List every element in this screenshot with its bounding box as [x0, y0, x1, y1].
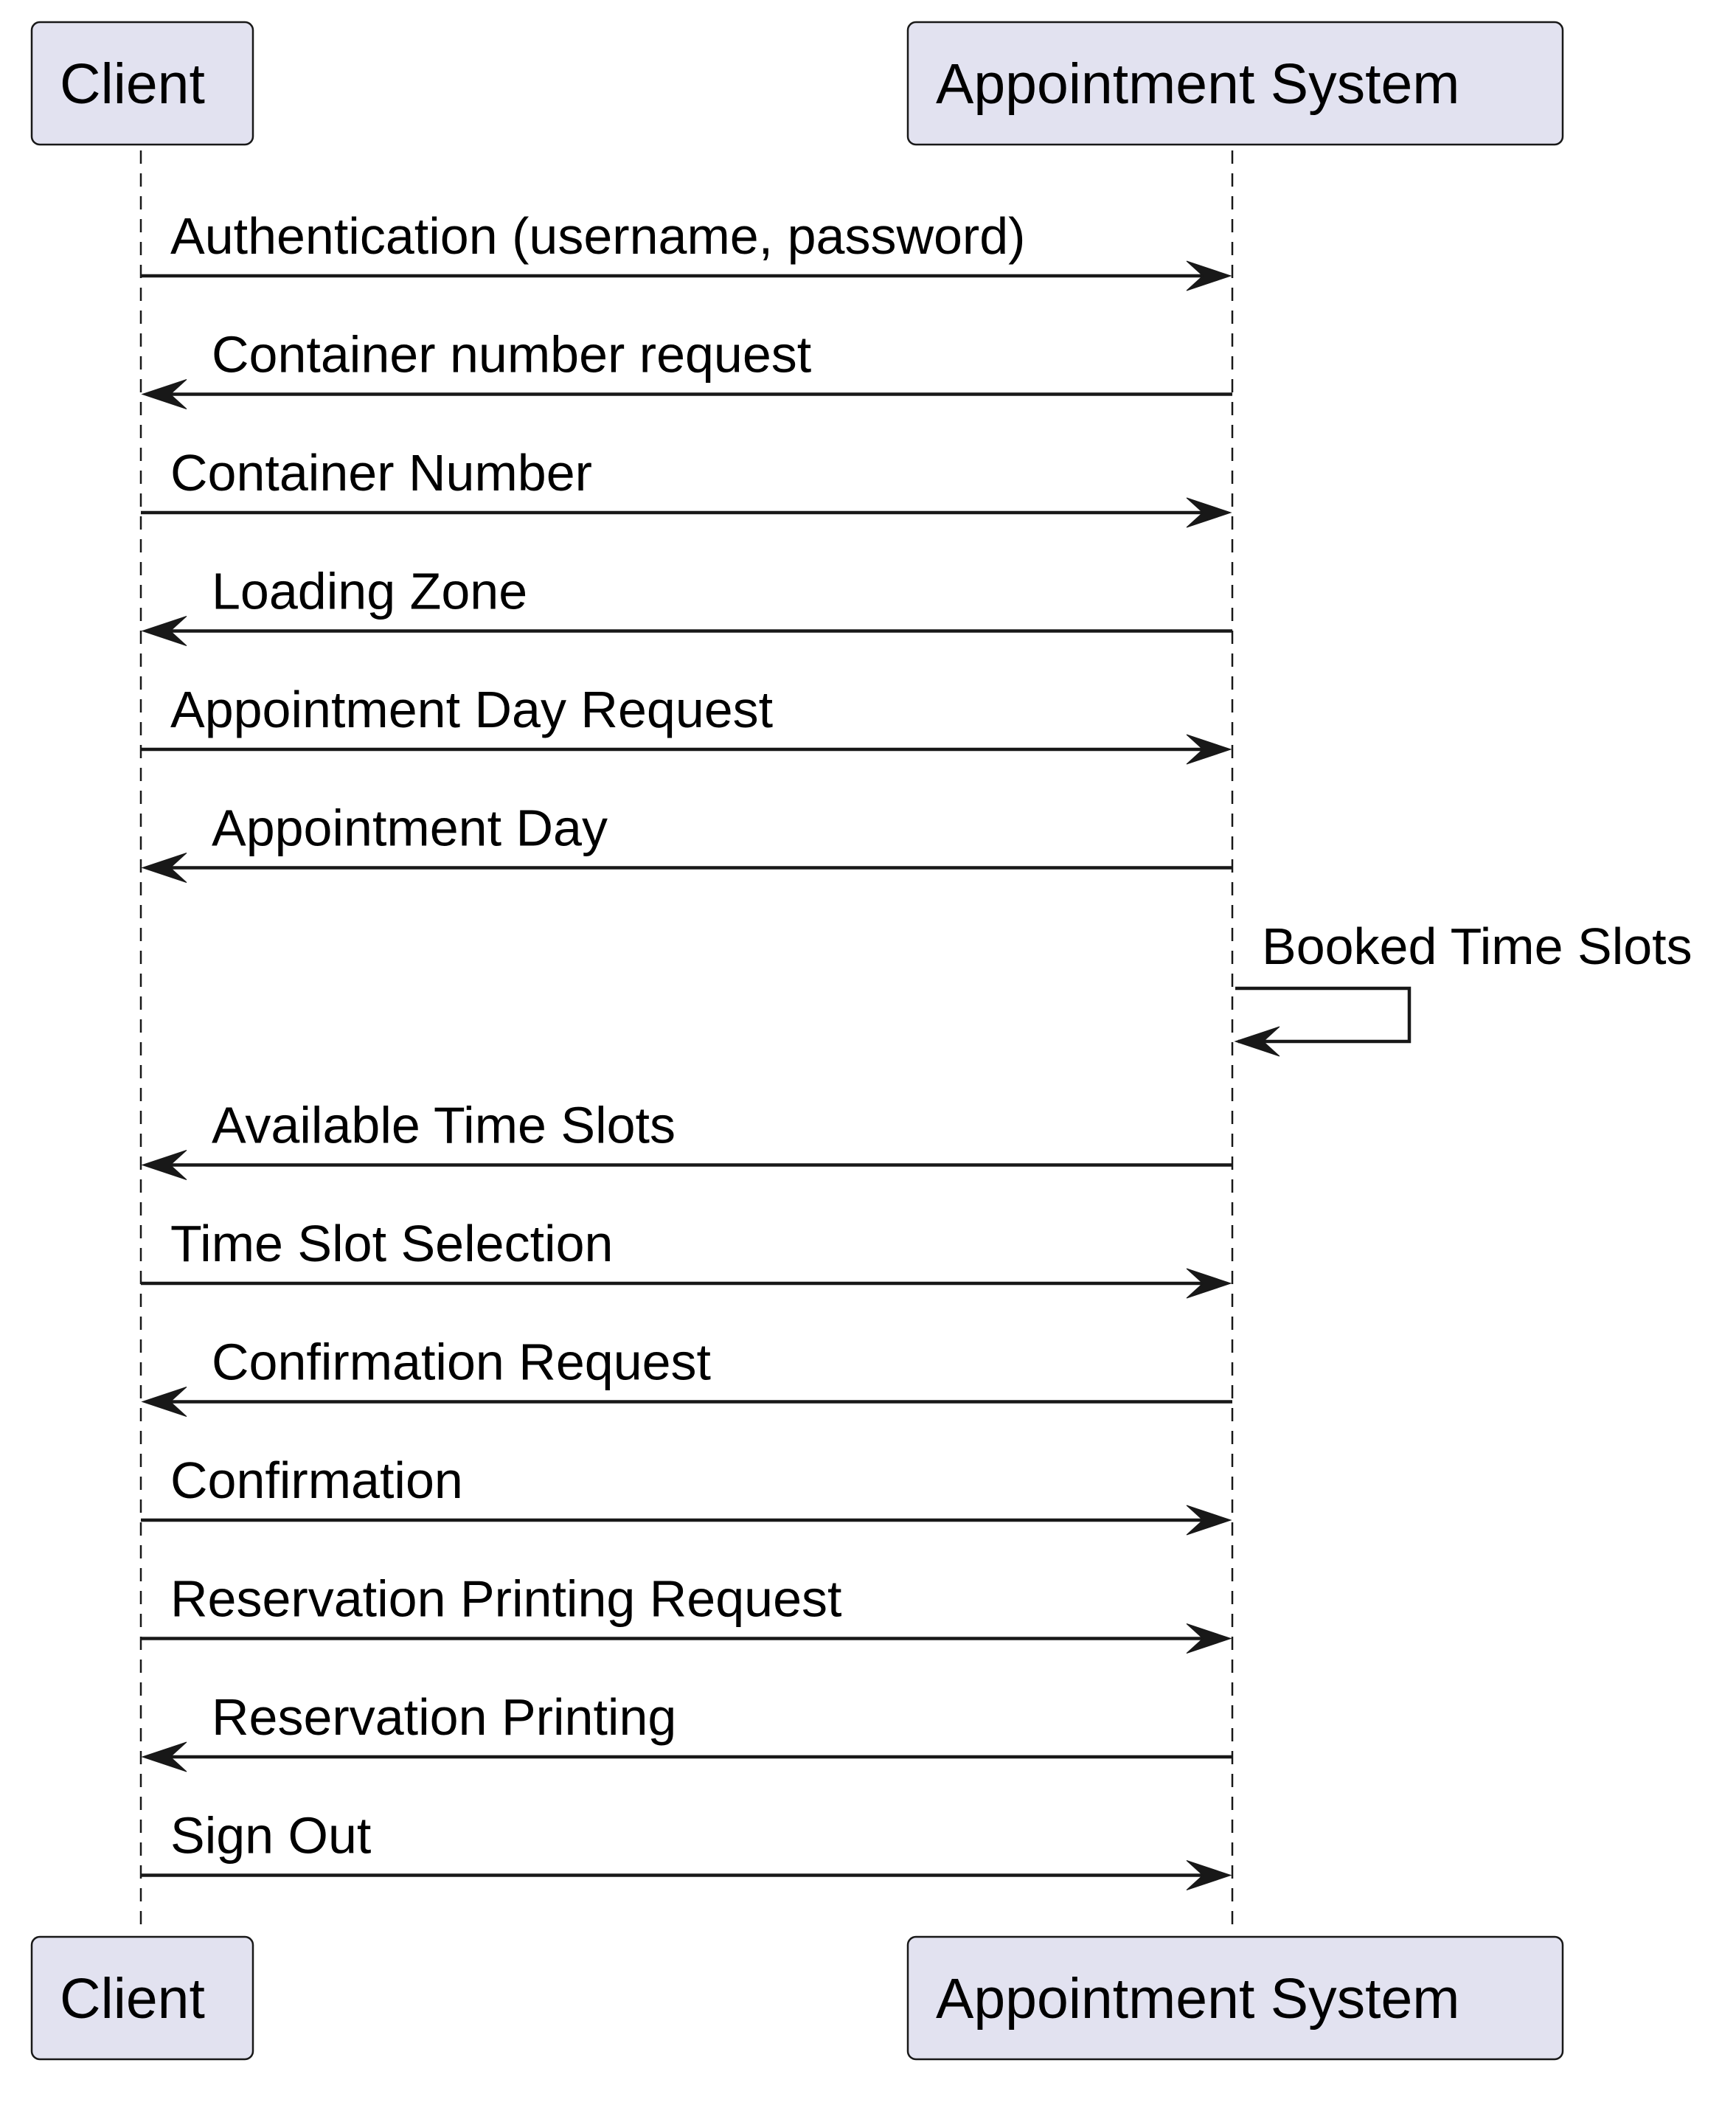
message-label: Time Slot Selection — [170, 1215, 613, 1272]
message-booked-time-slots: Booked Time Slots — [1234, 918, 1692, 1057]
arrow-head — [141, 1150, 187, 1180]
message-time-slot-selection: Time Slot Selection — [141, 1215, 1232, 1299]
participant-label: Appointment System — [936, 52, 1459, 116]
participant-label: Client — [60, 1967, 205, 2031]
message-container-number: Container Number — [141, 444, 1232, 528]
arrow-head — [1186, 1623, 1232, 1654]
message-label: Reservation Printing — [212, 1688, 676, 1746]
participant-label: Client — [60, 52, 205, 116]
arrow-head — [1186, 497, 1232, 528]
arrow-head — [1234, 1026, 1280, 1057]
participant-label: Appointment System — [936, 1967, 1459, 2031]
message-label: Confirmation Request — [212, 1334, 711, 1391]
message-label: Available Time Slots — [212, 1097, 676, 1154]
participant-system-bottom: Appointment System — [906, 1935, 1564, 2061]
message-reservation-printing: Reservation Printing — [141, 1688, 1232, 1772]
arrow-head — [141, 379, 187, 409]
arrow-head — [1186, 734, 1232, 765]
message-label: Appointment Day — [212, 800, 608, 857]
messages: Authentication (username, password) Conta… — [141, 207, 1692, 1890]
participant-box — [30, 21, 254, 146]
arrow-head — [1186, 260, 1232, 291]
message-confirmation-request: Confirmation Request — [141, 1334, 1232, 1417]
message-label: Sign Out — [170, 1807, 371, 1865]
participant-client-top: Client — [30, 21, 254, 146]
message-confirmation: Confirmation — [141, 1452, 1232, 1536]
participant-box — [906, 1935, 1564, 2061]
message-sign-out: Sign Out — [141, 1807, 1232, 1890]
message-label: Reservation Printing Request — [170, 1570, 841, 1628]
message-reservation-printing-request: Reservation Printing Request — [141, 1570, 1232, 1654]
message-appointment-day-request: Appointment Day Request — [141, 681, 1232, 765]
message-label: Authentication (username, password) — [170, 207, 1025, 265]
message-line — [1235, 986, 1412, 1044]
message-label: Container Number — [170, 444, 592, 502]
arrow-head — [1186, 1860, 1232, 1890]
message-authentication-username-password: Authentication (username, password) — [141, 207, 1232, 291]
message-appointment-day: Appointment Day — [141, 800, 1232, 883]
participant-client-bottom: Client — [30, 1935, 254, 2061]
message-label: Confirmation — [170, 1452, 463, 1509]
message-available-time-slots: Available Time Slots — [141, 1097, 1232, 1180]
arrow-head — [141, 853, 187, 883]
participant-system-top: Appointment System — [906, 21, 1564, 146]
arrow-head — [141, 1741, 187, 1772]
participant-box — [906, 21, 1564, 146]
message-loading-zone: Loading Zone — [141, 563, 1232, 646]
message-label: Loading Zone — [212, 563, 527, 620]
message-container-number-request: Container number request — [141, 326, 1232, 409]
arrow-head — [141, 1387, 187, 1417]
message-label: Appointment Day Request — [170, 681, 773, 738]
participant-box — [30, 1935, 254, 2061]
message-label: Booked Time Slots — [1262, 918, 1692, 975]
arrow-head — [1186, 1505, 1232, 1536]
arrow-head — [141, 616, 187, 646]
arrow-head — [1186, 1268, 1232, 1299]
message-label: Container number request — [212, 326, 811, 384]
lifelines — [139, 150, 1234, 1932]
